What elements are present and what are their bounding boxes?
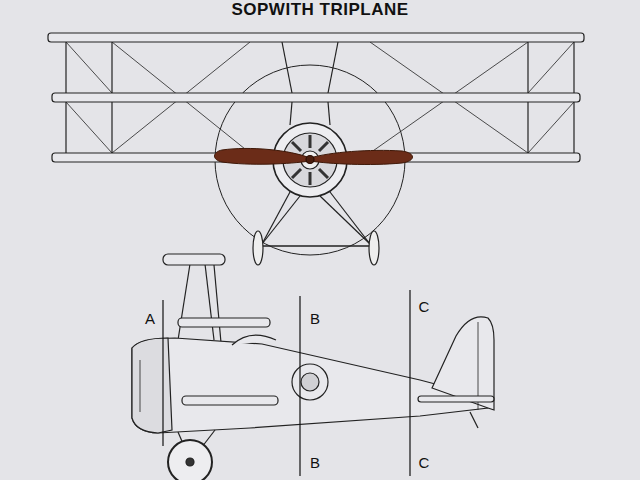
section-marker: A [143, 310, 157, 327]
section-marker: B [308, 454, 322, 471]
section-marker: C [417, 454, 432, 471]
section-marker: B [308, 310, 322, 327]
section-marker: C [417, 298, 432, 315]
drawing-title: SOPWITH TRIPLANE [0, 0, 640, 20]
